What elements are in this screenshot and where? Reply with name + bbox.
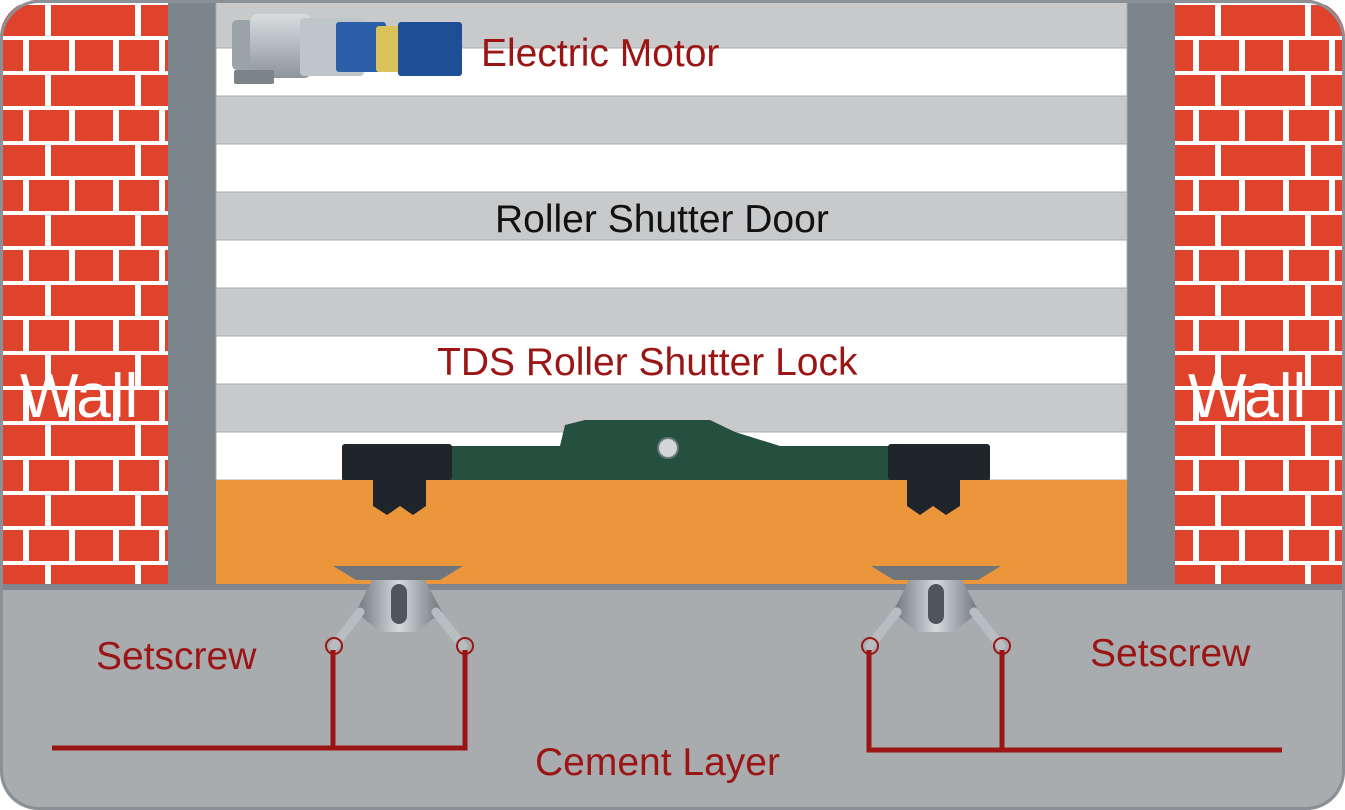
lock-bar-icon [342, 420, 990, 515]
left-frame [168, 0, 216, 588]
left-setscrew-label: Setscrew [96, 635, 257, 678]
shutter-slat [215, 95, 1128, 145]
shutter-slats [215, 0, 1128, 481]
electric-motor-icon [232, 14, 462, 84]
left-wall-label: Wall [20, 362, 139, 431]
right-wall [1172, 0, 1345, 588]
shutter-slat [215, 191, 1128, 241]
cement-label: Cement Layer [535, 741, 780, 784]
setscrew-markers [325, 637, 1011, 655]
shutter-slat [215, 239, 1128, 289]
right-frame [1127, 0, 1175, 588]
right-setscrew-label: Setscrew [1090, 632, 1251, 675]
floor-line [0, 584, 1345, 590]
door-label: Roller Shutter Door [495, 198, 829, 241]
shutter-slat [215, 335, 1128, 385]
right-wall-label: Wall [1188, 362, 1307, 431]
left-wall [0, 0, 172, 588]
setscrew-leaders [52, 650, 1282, 753]
shutter-slat [215, 143, 1128, 193]
motor-label: Electric Motor [481, 32, 720, 75]
shutter-slat [215, 287, 1128, 337]
floor-anchor-icon [329, 566, 468, 651]
lock-label: TDS Roller Shutter Lock [437, 341, 858, 384]
